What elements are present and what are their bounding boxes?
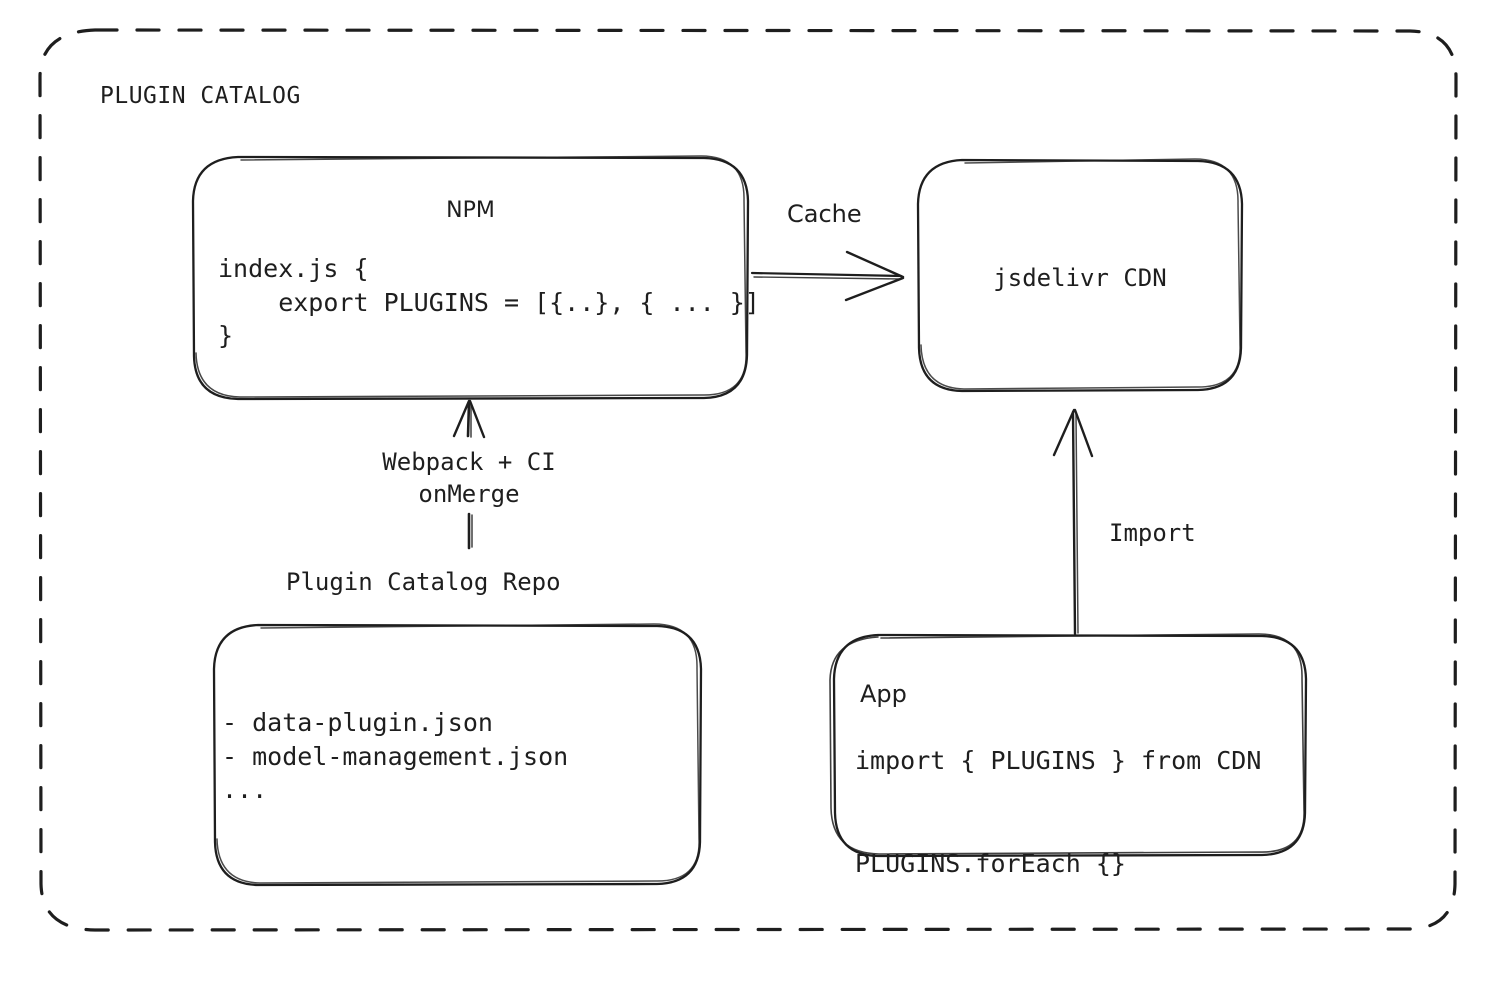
app-node-title: App (860, 680, 907, 708)
cache-edge-label: Cache (787, 200, 862, 228)
import-edge-label: Import (1109, 519, 1196, 547)
cache-arrow (750, 250, 905, 302)
app-node-code: import { PLUGINS } from CDN PLUGINS.forE… (855, 746, 1262, 878)
build-edge-label: Webpack + CI onMerge (382, 448, 556, 508)
npm-node-title: NPM (446, 198, 495, 223)
repo-node-files: - data-plugin.json - model-management.js… (222, 708, 569, 804)
cdn-node-title: jsdelivr CDN (993, 264, 1167, 292)
repo-node-label: Plugin Catalog Repo (286, 568, 561, 596)
container-title: PLUGIN CATALOG (100, 83, 301, 109)
npm-node-code: index.js { export PLUGINS = [{..}, { ...… (218, 254, 760, 350)
import-arrow (1052, 408, 1094, 636)
